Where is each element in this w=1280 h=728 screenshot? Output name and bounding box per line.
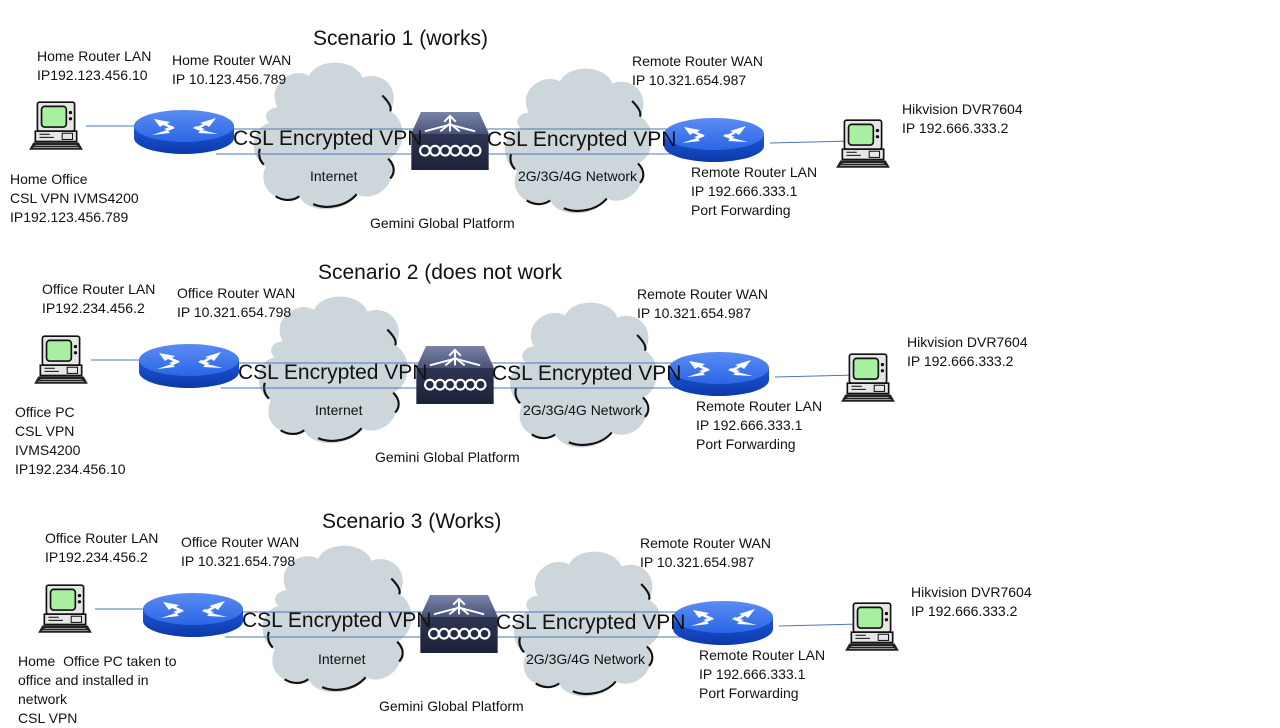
gemini-switch-icon	[410, 112, 490, 170]
internet-label: Internet	[318, 651, 366, 667]
scenario-title: Scenario 1 (works)	[313, 27, 489, 50]
scenario-title: Scenario 3 (Works)	[322, 510, 502, 533]
scenario-title: Scenario 2 (does not work	[318, 261, 562, 284]
dvr-link	[778, 623, 862, 627]
vpn-left-label: CSL Encrypted VPN	[233, 127, 423, 150]
vpn-right-label: CSL Encrypted VPN	[492, 362, 682, 385]
office-pc-icon	[33, 335, 89, 385]
scenario-2: Scenario 2 (does not work Office Router …	[0, 234, 1280, 477]
dvr-link	[774, 374, 858, 378]
office-router-icon	[143, 593, 243, 637]
dvr-icon	[835, 119, 891, 169]
platform-label: Gemini Global Platform	[370, 215, 515, 231]
remote-router-icon	[673, 601, 773, 645]
vpn-left-label: CSL Encrypted VPN	[242, 609, 432, 632]
internet-label: Internet	[310, 168, 358, 184]
scenario-2-graphics	[33, 295, 896, 449]
internet-label: Internet	[315, 402, 363, 418]
platform-label: Gemini Global Platform	[375, 449, 520, 465]
cellular-network-label: 2G/3G/4G Network	[518, 168, 638, 184]
office-router-icon	[139, 344, 239, 388]
cellular-network-label: 2G/3G/4G Network	[523, 402, 643, 418]
vpn-right-label: CSL Encrypted VPN	[487, 128, 677, 151]
scenario-1-graphics	[28, 61, 891, 215]
dvr-icon	[844, 602, 900, 652]
home-pc-icon	[28, 101, 84, 151]
platform-label: Gemini Global Platform	[379, 698, 524, 714]
vpn-right-label: CSL Encrypted VPN	[496, 611, 686, 634]
gemini-switch-icon	[419, 595, 499, 653]
dvr-icon	[840, 353, 896, 403]
remote-router-icon	[669, 352, 769, 396]
vpn-left-label: CSL Encrypted VPN	[238, 361, 428, 384]
scenario-3-graphics	[37, 544, 900, 698]
remote-router-icon	[664, 118, 764, 162]
home-router-icon	[134, 110, 234, 154]
home-office-pc-icon	[37, 584, 93, 634]
gemini-switch-icon	[415, 346, 495, 404]
dvr-link	[769, 140, 853, 144]
cellular-network-label: 2G/3G/4G Network	[526, 651, 646, 667]
